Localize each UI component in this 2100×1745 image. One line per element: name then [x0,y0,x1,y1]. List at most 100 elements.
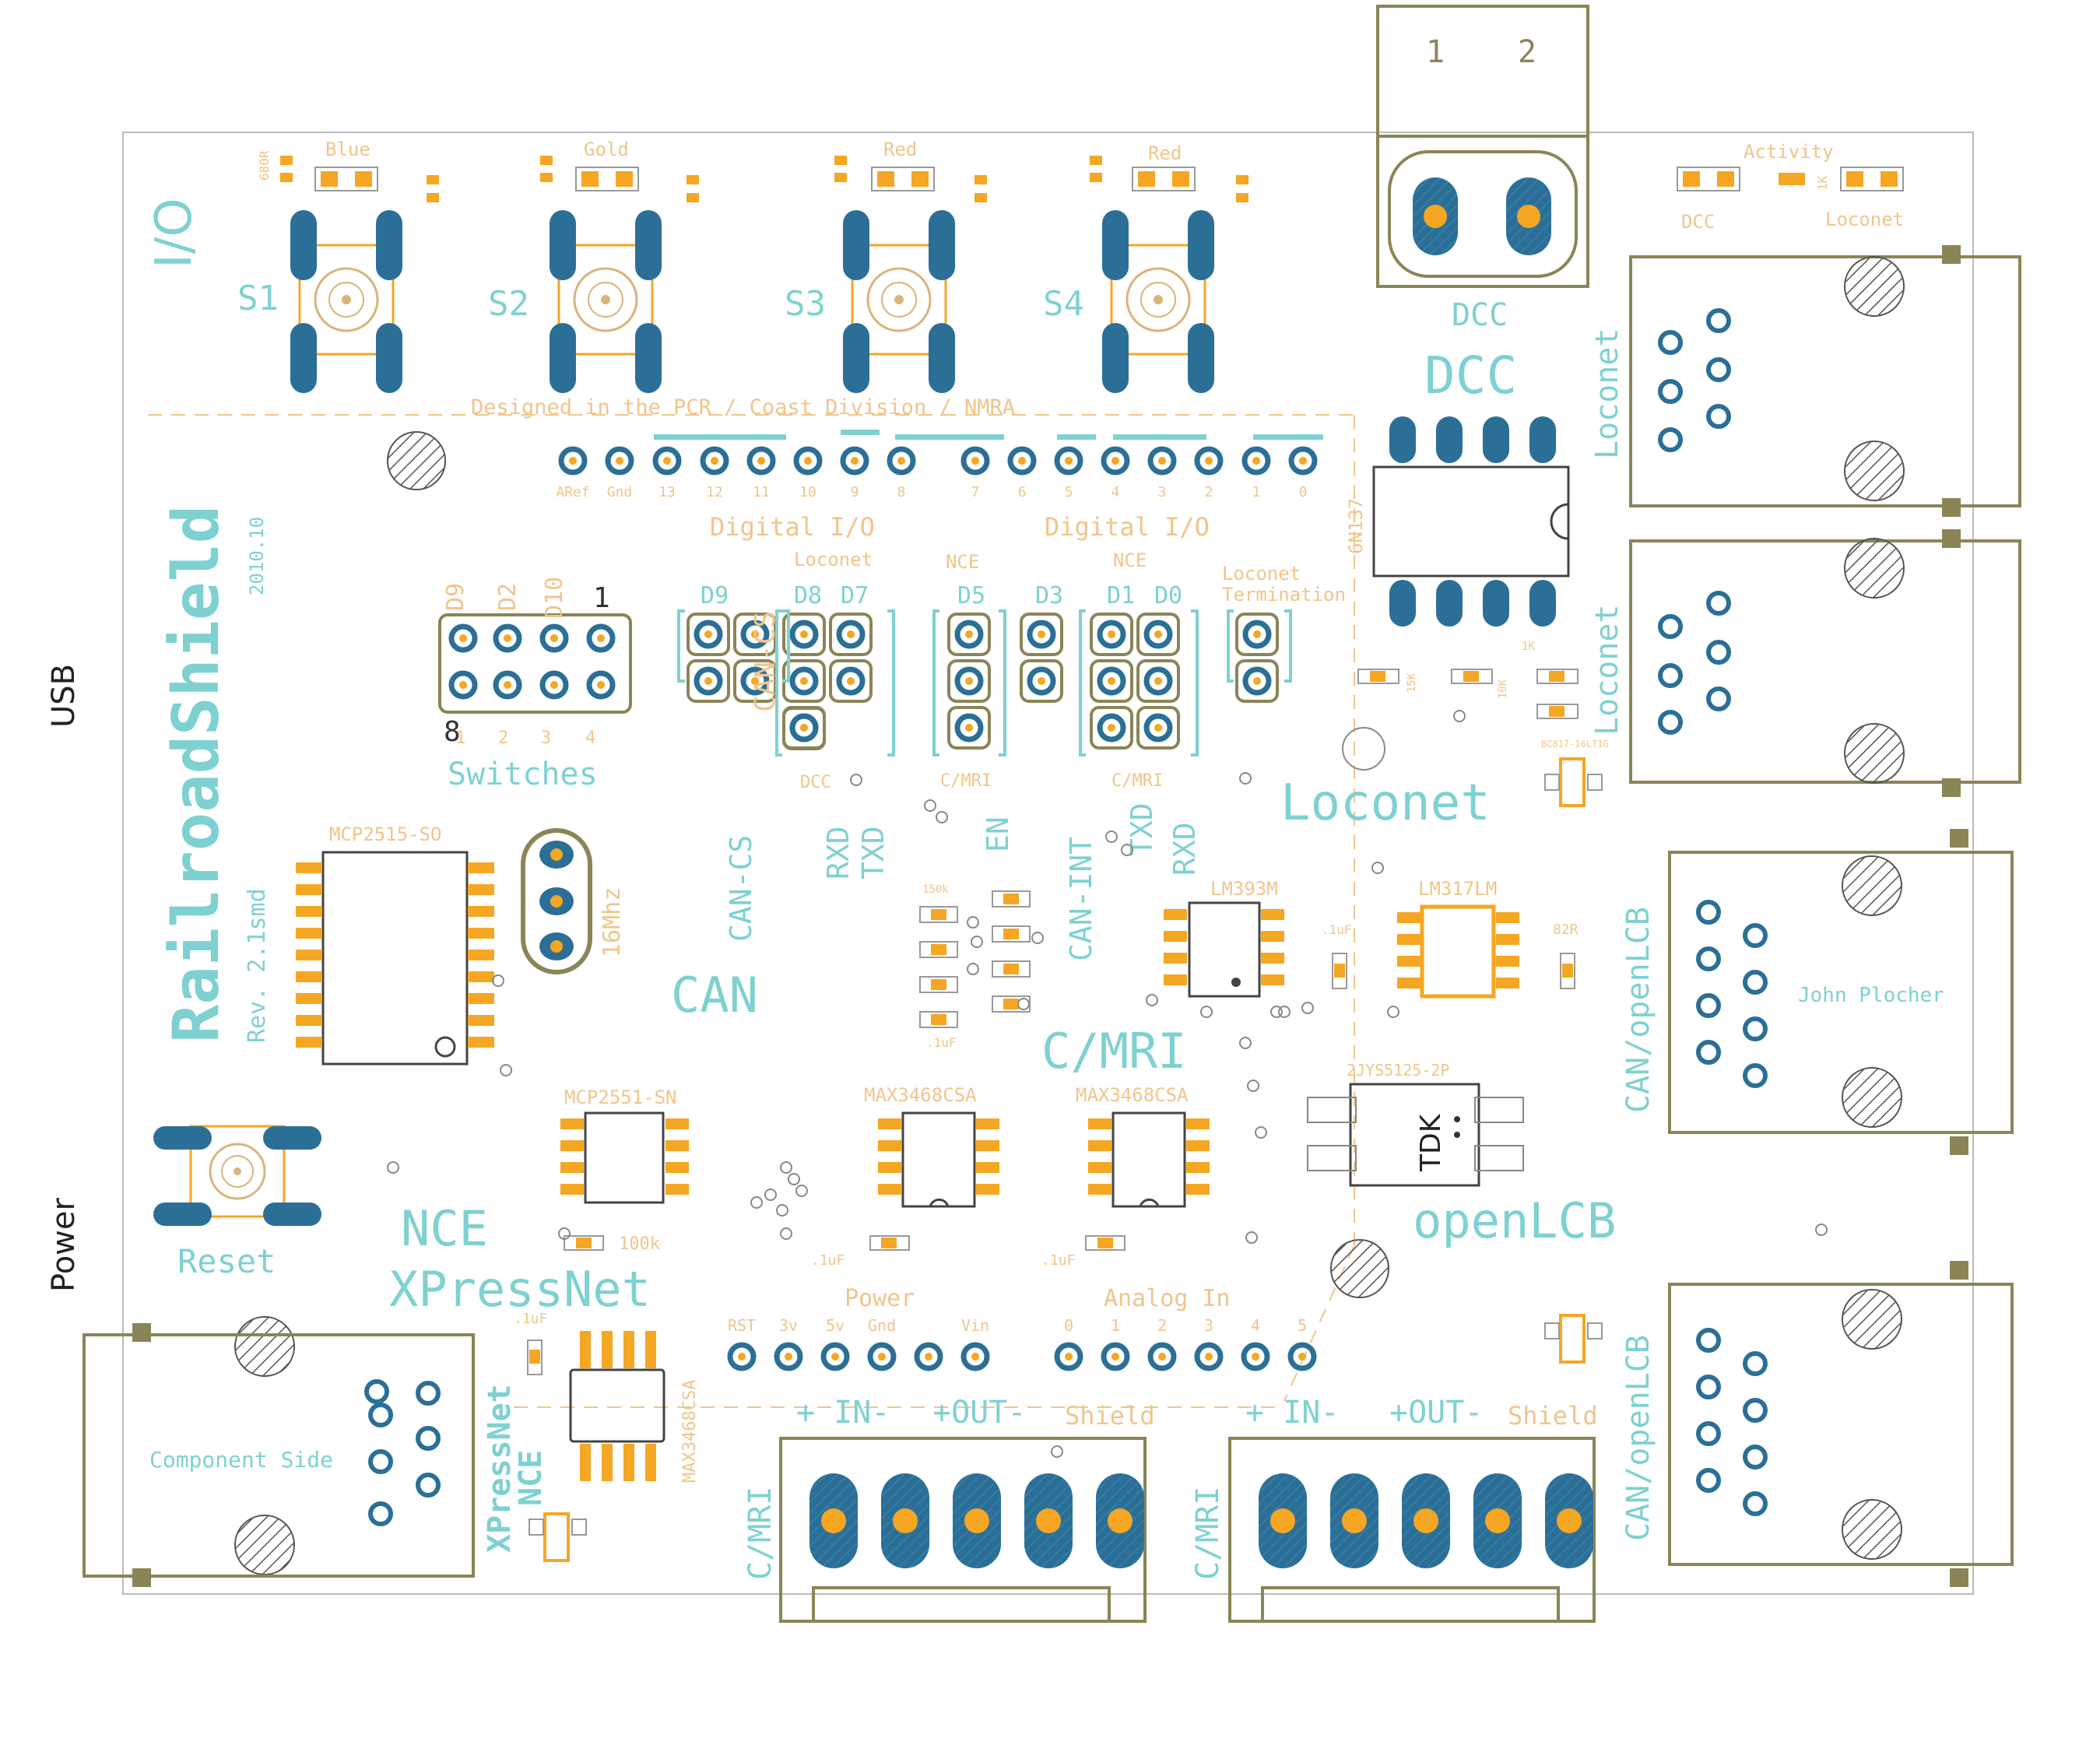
jp-d7: D7 [841,582,869,609]
tdk-label: TDK [1415,1113,1447,1172]
pad [1143,620,1173,649]
dcc-big-label: DCC [1424,346,1517,406]
jumper-cell [1136,659,1180,703]
pad-hole [569,457,577,465]
via [387,1161,399,1174]
chip-max3468-1 [901,1111,976,1208]
transistor-bc817 [1544,757,1603,807]
pad [694,666,723,696]
pin-label: 7 [971,484,980,500]
pad-hole [1018,457,1026,465]
pad [1143,666,1173,696]
chip-pin [468,950,494,960]
jumper-cell [1235,613,1279,656]
nce-section: NCE [401,1200,488,1257]
s3-label: S3 [785,284,826,324]
digital-io-label-2: Digital I/O [1045,512,1210,542]
uf-mid-label: .1uF [926,1035,957,1050]
jp-d0: D0 [1154,582,1182,609]
digital-io-label-1: Digital I/O [710,512,875,542]
pad-hole [597,634,605,642]
nce-jack-label: NCE [513,1450,549,1506]
pad [836,620,866,649]
pushbutton-s4 [1102,210,1214,393]
resistor-pad [1003,999,1019,1009]
via [558,1227,571,1240]
sig-can-int: CAN-INT [1064,837,1098,961]
pad-hole [847,677,855,685]
chip-pin [645,1444,656,1481]
pin-label: RST [728,1316,756,1335]
jp-nce2: NCE [1113,549,1147,571]
terminal-screw-hole [1413,1508,1438,1533]
mcp2551-label: MCP2551-SN [564,1087,677,1108]
chip-pin [1186,1184,1210,1195]
openlcb-section: openLCB [1413,1192,1616,1249]
resistor [919,906,958,923]
pin-label: 6 [1018,484,1027,500]
jumper-cell [1136,613,1180,656]
lm317-label: LM317LM [1418,878,1497,900]
via [850,774,862,786]
loconet-jack-2 [1629,529,2021,797]
via [971,936,983,948]
jumper-cell [687,613,730,656]
pad-hole [1158,457,1166,465]
pad [1242,620,1272,649]
pad-hole [504,634,511,642]
pad [1097,620,1126,649]
activity-resistor [1779,173,1805,185]
loconet-jack-label-1: Loconet [1589,328,1625,459]
jp-loconet: Loconet [794,549,873,571]
chip-pin [468,971,494,982]
pin-label: Gnd [607,484,633,500]
jumper-cell [1090,659,1133,703]
component-side: Component Side [149,1447,333,1473]
loconet-section: Loconet [1280,774,1491,832]
pad-hole [751,677,759,685]
r100k-label: 100k [619,1234,660,1254]
uf4-label: .1uF [1041,1252,1075,1269]
chip-pin [468,1015,494,1026]
jp-termination-1: Loconet [1222,563,1301,585]
uf-lm-label: .1uF [1322,922,1352,937]
pad-hole [1252,1353,1259,1361]
via [1453,710,1466,722]
jp-can-cs-vertical: CAN-CS [750,611,781,712]
terminal-cmri-1: C/MRI [743,1487,778,1580]
loconet-jack-1 [1629,245,2021,517]
designed-by: Designed in the PCR / Coast Division / N… [471,395,1015,420]
chip-pin [296,950,322,960]
via [500,1064,512,1076]
terminal-screw-hole [1557,1508,1582,1533]
pin-label: 5 [1298,1316,1307,1335]
pin-label: 11 [753,484,770,500]
pad [1101,1342,1130,1371]
via [780,1161,792,1174]
activity-dcc-label: DCC [1681,211,1715,233]
chip-pin [1164,953,1187,964]
chip-pin [878,1184,901,1195]
can-jack-label-1: CAN/openLCB [1621,907,1656,1113]
spacer [1021,1356,1023,1357]
pushbutton-s3 [843,210,955,393]
sw-num-1b: 1 [455,729,465,748]
xpressnet-jack-label: XPressNet [482,1384,518,1553]
pad [1288,446,1318,476]
chip-pin [1496,912,1519,923]
chip-pin [468,862,494,873]
s1-label: S1 [237,279,279,318]
jp-d3: D3 [1035,582,1063,609]
chip-pin [560,1118,584,1129]
lm393-label: LM393M [1210,878,1278,900]
chip-pin [976,1118,999,1129]
pad-hole [1205,457,1213,465]
chip-max3468-3 [569,1368,665,1443]
max1-label: MAX3468CSA [864,1084,977,1106]
pad [1101,446,1130,476]
pad-hole [965,630,973,638]
dcc-small-label: DCC [1452,297,1508,333]
resistor-pad [1003,929,1019,939]
pad [1007,446,1037,476]
pad-hole [804,457,812,465]
